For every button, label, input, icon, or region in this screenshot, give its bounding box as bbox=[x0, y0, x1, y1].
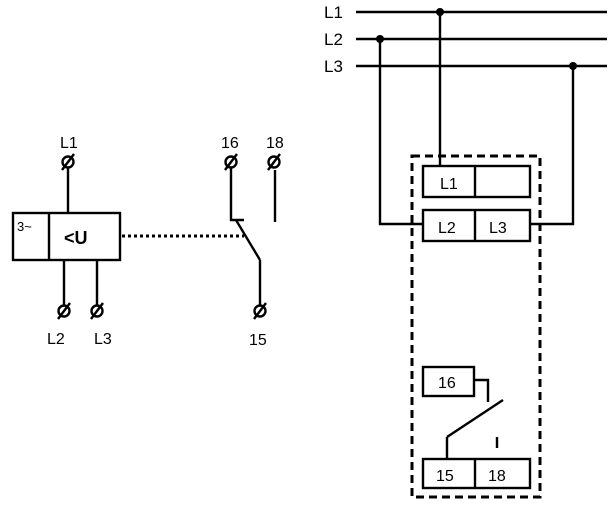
device-top-row: L1 bbox=[421, 164, 532, 199]
relay-body bbox=[11, 211, 122, 262]
contact-15-terminal-icon bbox=[253, 302, 267, 320]
schematic-l2-terminal-icon bbox=[57, 302, 71, 320]
device-terminal-l3: L3 bbox=[489, 220, 507, 237]
schematic-l2-label: L2 bbox=[47, 331, 65, 348]
schematic-symbol: L1 3~ <U L2 L3 16 18 bbox=[11, 135, 284, 349]
phase-l1-label: L1 bbox=[324, 3, 343, 22]
device-second-row: L2 L3 bbox=[421, 208, 532, 243]
device-terminal-l2: L2 bbox=[438, 220, 456, 237]
device-terminal-l1: L1 bbox=[440, 176, 458, 193]
contact-18-terminal-icon bbox=[267, 153, 281, 171]
contact-16-label: 16 bbox=[221, 135, 239, 152]
contact-16-wire bbox=[229, 168, 244, 222]
device-relay-16: 16 bbox=[421, 365, 504, 459]
contact-15-label: 15 bbox=[249, 332, 267, 349]
device-switch-arm bbox=[446, 398, 504, 439]
device-terminal-16: 16 bbox=[438, 375, 456, 392]
device-outline bbox=[410, 154, 542, 499]
phase-l3-label: L3 bbox=[324, 57, 343, 76]
schematic-l1-terminal-icon bbox=[61, 153, 75, 171]
monitor-symbol: <U bbox=[64, 228, 88, 248]
phase-lines: L1 L2 L3 bbox=[324, 3, 607, 226]
device-terminal-18: 18 bbox=[488, 468, 506, 485]
schematic-l3-terminal-icon bbox=[90, 302, 104, 320]
device-terminal-15: 15 bbox=[436, 468, 454, 485]
supply-label: 3~ bbox=[17, 219, 32, 234]
contact-18-label: 18 bbox=[266, 135, 284, 152]
switch-arm bbox=[234, 219, 262, 261]
schematic-l1-label: L1 bbox=[60, 135, 78, 152]
phase-l2-label: L2 bbox=[324, 30, 343, 49]
contact-16-terminal-icon bbox=[224, 153, 238, 171]
device-bottom-row: 15 18 bbox=[421, 457, 532, 490]
schematic-l3-label: L3 bbox=[94, 331, 112, 348]
